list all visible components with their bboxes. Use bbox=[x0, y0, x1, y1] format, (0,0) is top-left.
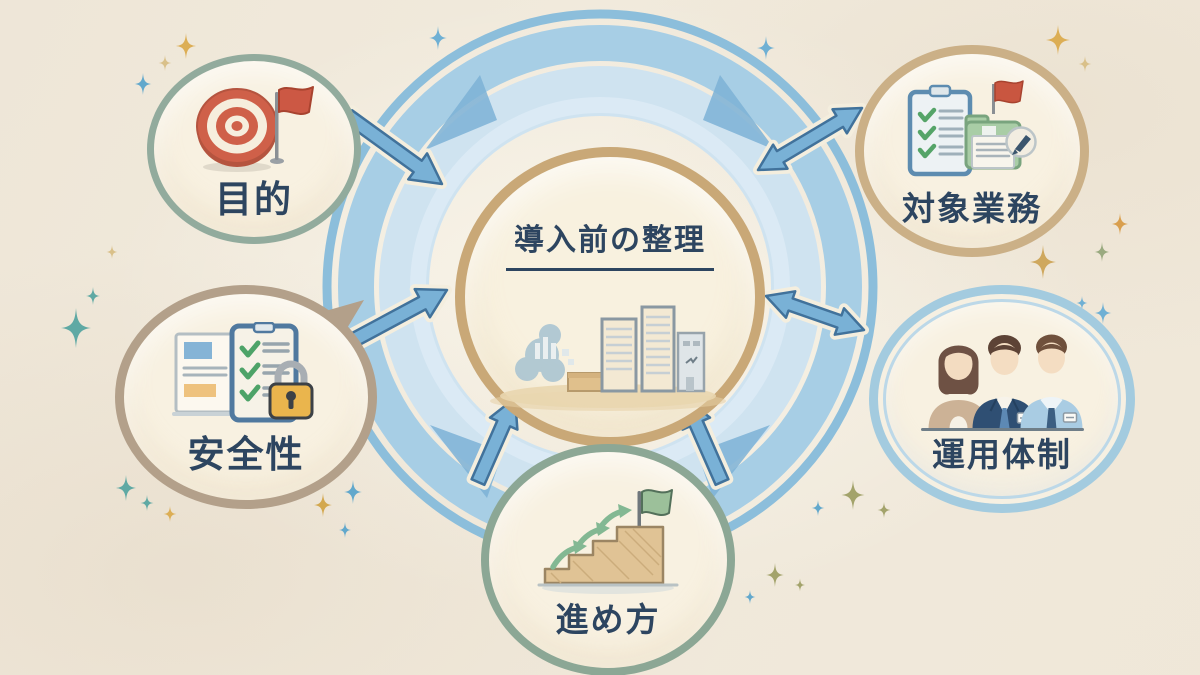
sparkle-icon bbox=[86, 287, 100, 305]
node-safety-label: 安全性 bbox=[187, 433, 305, 475]
sparkle-icon bbox=[811, 500, 825, 516]
sparkle-icon bbox=[1046, 25, 1070, 55]
sparkle-icon bbox=[339, 522, 351, 538]
sparkle-icon bbox=[795, 578, 805, 592]
arrow-operation-center bbox=[761, 286, 869, 340]
arrow-purpose-to-center bbox=[338, 105, 447, 189]
center-title: 導入前の整理 bbox=[506, 215, 714, 271]
node-approach-label: 進め方 bbox=[555, 600, 661, 638]
node-operation-structure-label: 運用体制 bbox=[932, 435, 1072, 473]
ring-wedge bbox=[703, 75, 775, 150]
sparkle-icon bbox=[106, 245, 118, 259]
arrow-safety-to-center bbox=[341, 284, 452, 354]
arrow-targetops-center bbox=[753, 103, 867, 175]
node-operation-structure: 運用体制 bbox=[869, 285, 1135, 513]
sparkle-icon bbox=[116, 475, 136, 501]
safety-border-arrowhead bbox=[322, 300, 364, 340]
sparkle-icon bbox=[1078, 56, 1092, 72]
node-target-operations-label: 対象業務 bbox=[902, 189, 1042, 227]
target-flag-icon bbox=[196, 86, 314, 172]
sparkle-icon bbox=[1111, 213, 1129, 235]
sparkle-icon bbox=[1094, 242, 1110, 262]
sparkle-icon bbox=[163, 506, 177, 522]
node-safety: 安全性 bbox=[115, 285, 377, 509]
sparkle-icon bbox=[314, 493, 332, 517]
sparkle-icon bbox=[344, 480, 362, 504]
checklist-documents-flag-icon bbox=[907, 79, 1037, 176]
team-members-icon bbox=[920, 334, 1084, 431]
node-center-pre-introduction-organizing: 導入前の整理 bbox=[455, 147, 765, 447]
sparkle-icon bbox=[766, 563, 784, 587]
node-purpose: 目的 bbox=[147, 54, 361, 244]
sparkle-icon bbox=[134, 73, 152, 95]
arrows bbox=[338, 103, 869, 490]
sparkle-icon bbox=[429, 26, 447, 50]
city-buildings-icon bbox=[490, 305, 726, 411]
sparkle-icon bbox=[158, 55, 172, 71]
stairs-flag-icon bbox=[537, 488, 679, 594]
arrow-approach-left-to-center bbox=[466, 393, 523, 490]
node-target-operations: 対象業務 bbox=[855, 45, 1089, 257]
sparkle-icon bbox=[744, 590, 756, 604]
checklist-lock-icon bbox=[172, 321, 314, 422]
sparkle-icon bbox=[176, 33, 196, 59]
node-purpose-label: 目的 bbox=[215, 179, 293, 220]
sparkle-icon bbox=[877, 502, 891, 518]
sparkle-icon bbox=[61, 308, 91, 348]
sparkle-icon bbox=[1030, 245, 1056, 279]
sparkle-icon bbox=[841, 480, 865, 510]
sparkle-icon bbox=[757, 36, 775, 60]
node-approach: 進め方 bbox=[481, 444, 735, 675]
ring-wedge bbox=[425, 75, 497, 150]
sparkle-icon bbox=[140, 495, 154, 511]
